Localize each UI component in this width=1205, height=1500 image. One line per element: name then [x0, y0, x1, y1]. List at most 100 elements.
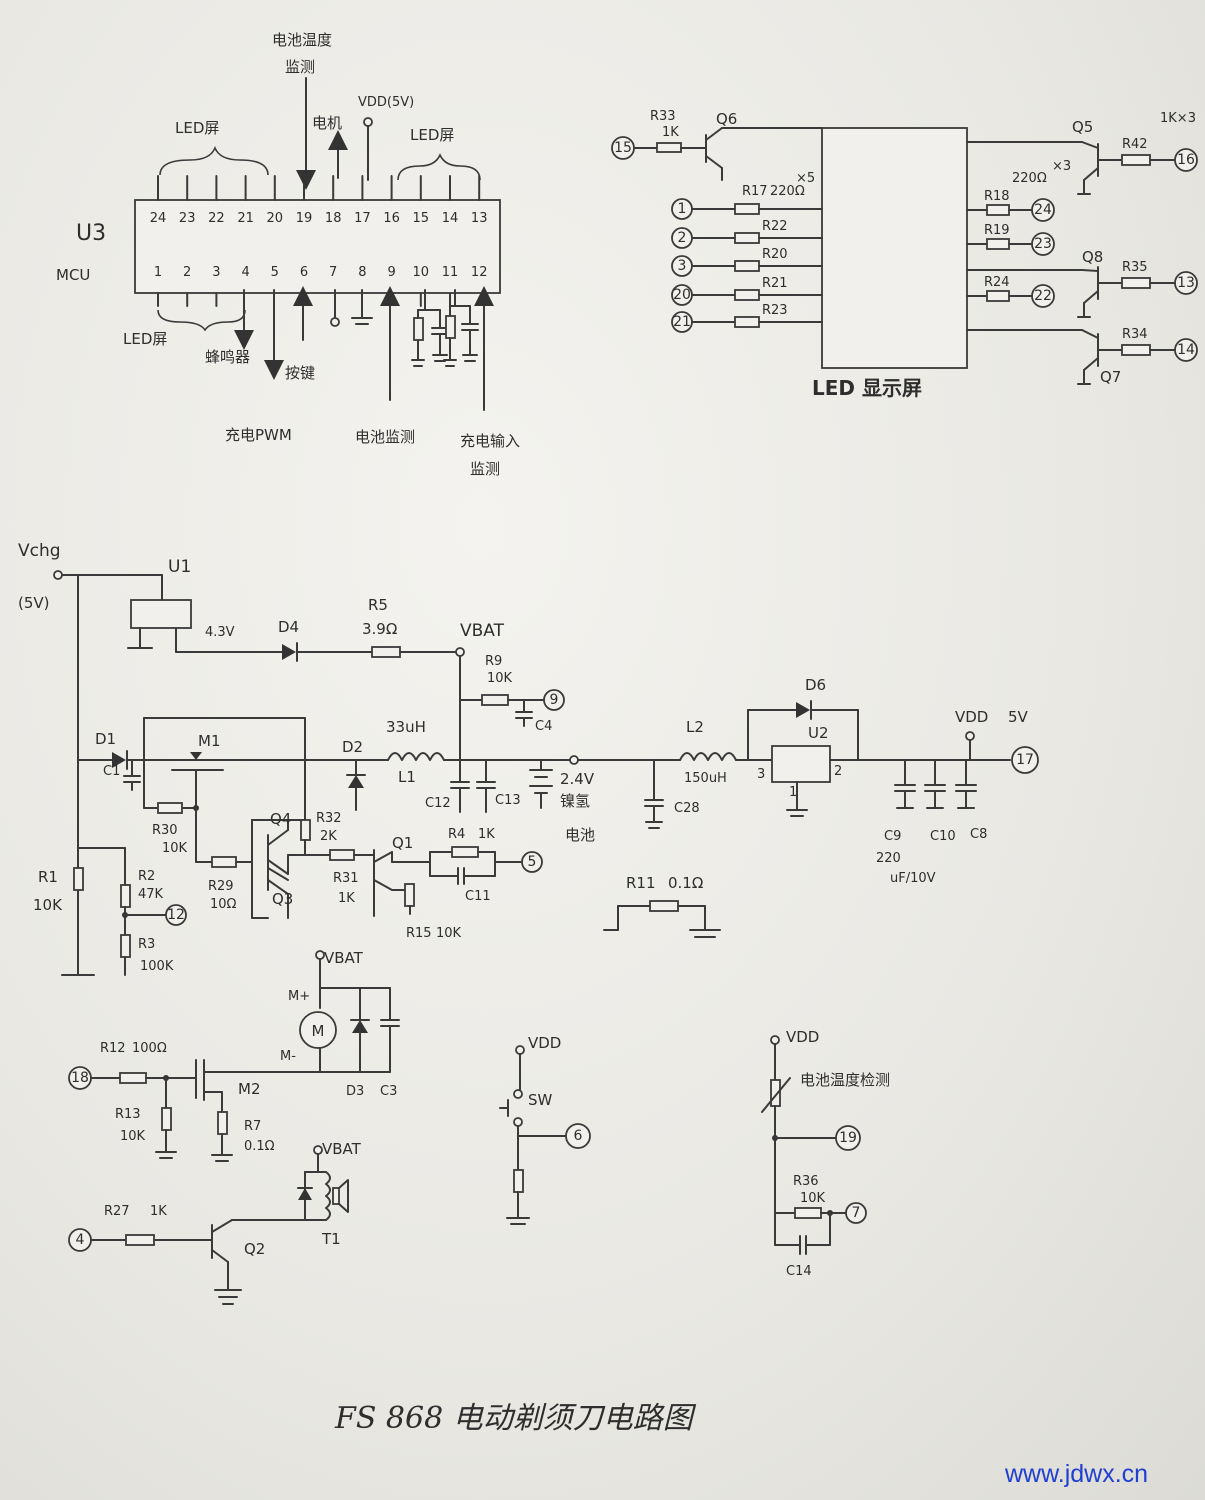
t1-label: T1 — [321, 1230, 341, 1248]
r27-ref: R27 — [104, 1204, 130, 1219]
led-q-node — [1174, 338, 1198, 362]
led-left-resistor-ref: R22 — [762, 219, 788, 234]
led-left-resistor-ref: R20 — [762, 247, 788, 262]
node-12: 12 — [167, 907, 185, 923]
mcu-pin-number: 13 — [471, 211, 488, 226]
mcu-pin-number: 9 — [387, 265, 395, 280]
r5 — [371, 646, 401, 658]
led-right-resistor-ref: R18 — [984, 189, 1010, 204]
mcu-pin-number: 24 — [150, 211, 167, 226]
r4-ref: R4 — [448, 827, 465, 842]
r32-ref: R32 — [316, 811, 342, 826]
mcu-pin-number: 19 — [296, 211, 313, 226]
r33 — [656, 142, 682, 153]
buzzer-diode — [298, 1188, 312, 1200]
led-q-resistor-ref: R35 — [1122, 260, 1148, 275]
r31-ref: R31 — [333, 871, 359, 886]
sw-vdd: VDD — [528, 1034, 561, 1052]
led-right-node-label: 24 — [1034, 202, 1052, 218]
vchg-voltage: (5V) — [18, 594, 50, 612]
led-right-node-label: 23 — [1034, 236, 1052, 252]
r33-ref: R33 — [650, 109, 676, 124]
battery-voltage: 2.4V — [560, 770, 595, 788]
mcu-pin-number: 1 — [154, 265, 162, 280]
r12 — [119, 1072, 147, 1084]
sw-label: SW — [528, 1091, 553, 1109]
vdd-out-v: 5V — [1008, 708, 1029, 726]
led-q-resistor-ref: R42 — [1122, 137, 1148, 152]
led-left-resistor — [734, 289, 760, 301]
d6-label: D6 — [805, 676, 826, 694]
label-battery-temp: 电池温度 — [272, 31, 332, 49]
mcu-pin-number: 8 — [358, 265, 366, 280]
led-right-resistor — [986, 238, 1010, 250]
led-left-node-label: 2 — [678, 230, 687, 246]
l1-label: L1 — [398, 768, 416, 786]
output-capacitors — [894, 759, 977, 809]
node-7: 7 — [852, 1205, 861, 1221]
led-q-resistor-ref: R34 — [1122, 327, 1148, 342]
rc-filter-pins-10-11 — [411, 289, 479, 367]
d6-diode — [796, 702, 810, 718]
q4-label: Q4 — [270, 810, 291, 828]
mcu-pin-number: 17 — [354, 211, 371, 226]
label-charge-input-2: 监测 — [470, 460, 500, 478]
label-led-screen-bottom: LED屏 — [123, 330, 167, 348]
mcu-pin-number: 5 — [271, 265, 279, 280]
led-q-label: Q8 — [1082, 248, 1103, 266]
led-q-resistor — [1121, 154, 1151, 166]
mcu-body — [134, 199, 501, 294]
motor-m-label: M — [312, 1022, 325, 1040]
d1-diode — [112, 752, 126, 768]
led-left-node-label: 20 — [673, 287, 691, 303]
mcu-pin-number: 22 — [208, 211, 225, 226]
r5-ref: R5 — [368, 596, 388, 614]
r27 — [125, 1234, 155, 1246]
u1-label: U1 — [168, 557, 191, 577]
left-r-value: 220Ω — [770, 184, 805, 199]
sw-pulldown — [513, 1169, 524, 1193]
m2-label: M2 — [238, 1080, 261, 1098]
pin7-terminal — [330, 317, 340, 327]
led-left-resistor-ref: R21 — [762, 276, 788, 291]
right-r-mult: ×3 — [1052, 159, 1071, 174]
u1-regulator — [130, 599, 192, 629]
u2-pin3: 3 — [757, 767, 765, 782]
brace-top-left — [159, 145, 269, 176]
r5-val: 3.9Ω — [362, 620, 397, 638]
mcu-pin-number: 2 — [183, 265, 191, 280]
c28-label: C28 — [674, 801, 700, 816]
mcu-pin-number: 15 — [413, 211, 430, 226]
d1-label: D1 — [95, 730, 116, 748]
led-right-resistor — [986, 290, 1010, 302]
led-left-resistor — [734, 260, 760, 272]
buzzer-section: VBAT T1 4 R27 1K Q2 — [68, 1140, 362, 1305]
r9-val: 10K — [487, 671, 513, 686]
led-q-label: Q7 — [1100, 368, 1121, 386]
ground-pin8 — [351, 289, 373, 325]
vchg-label: Vchg — [18, 541, 61, 561]
r2 — [120, 884, 131, 908]
led-right-node-label: 22 — [1034, 288, 1052, 304]
r11 — [649, 900, 679, 912]
u2-regulator — [771, 745, 831, 783]
mcu-pin-number: 21 — [237, 211, 254, 226]
led-q-label: Q5 — [1072, 118, 1093, 136]
label-battery-monitor: 电池监测 — [355, 428, 415, 446]
r31 — [329, 849, 355, 861]
r30-ref: R30 — [152, 823, 178, 838]
r30 — [157, 802, 183, 814]
d2-label: D2 — [342, 738, 363, 756]
motor-m — [299, 1011, 337, 1049]
r36-ref: R36 — [793, 1174, 819, 1189]
r13-val: 10K — [120, 1129, 146, 1144]
label-buzzer: 蜂鸣器 — [205, 348, 250, 366]
led-right-resistor-ref: R24 — [984, 275, 1010, 290]
node-4: 4 — [76, 1232, 85, 1248]
c4-label: C4 — [535, 719, 552, 734]
r29-val: 10Ω — [210, 897, 237, 912]
vbat-label: VBAT — [460, 621, 505, 641]
l1-val: 33uH — [386, 718, 426, 736]
led-left-node-label: 1 — [678, 201, 687, 217]
